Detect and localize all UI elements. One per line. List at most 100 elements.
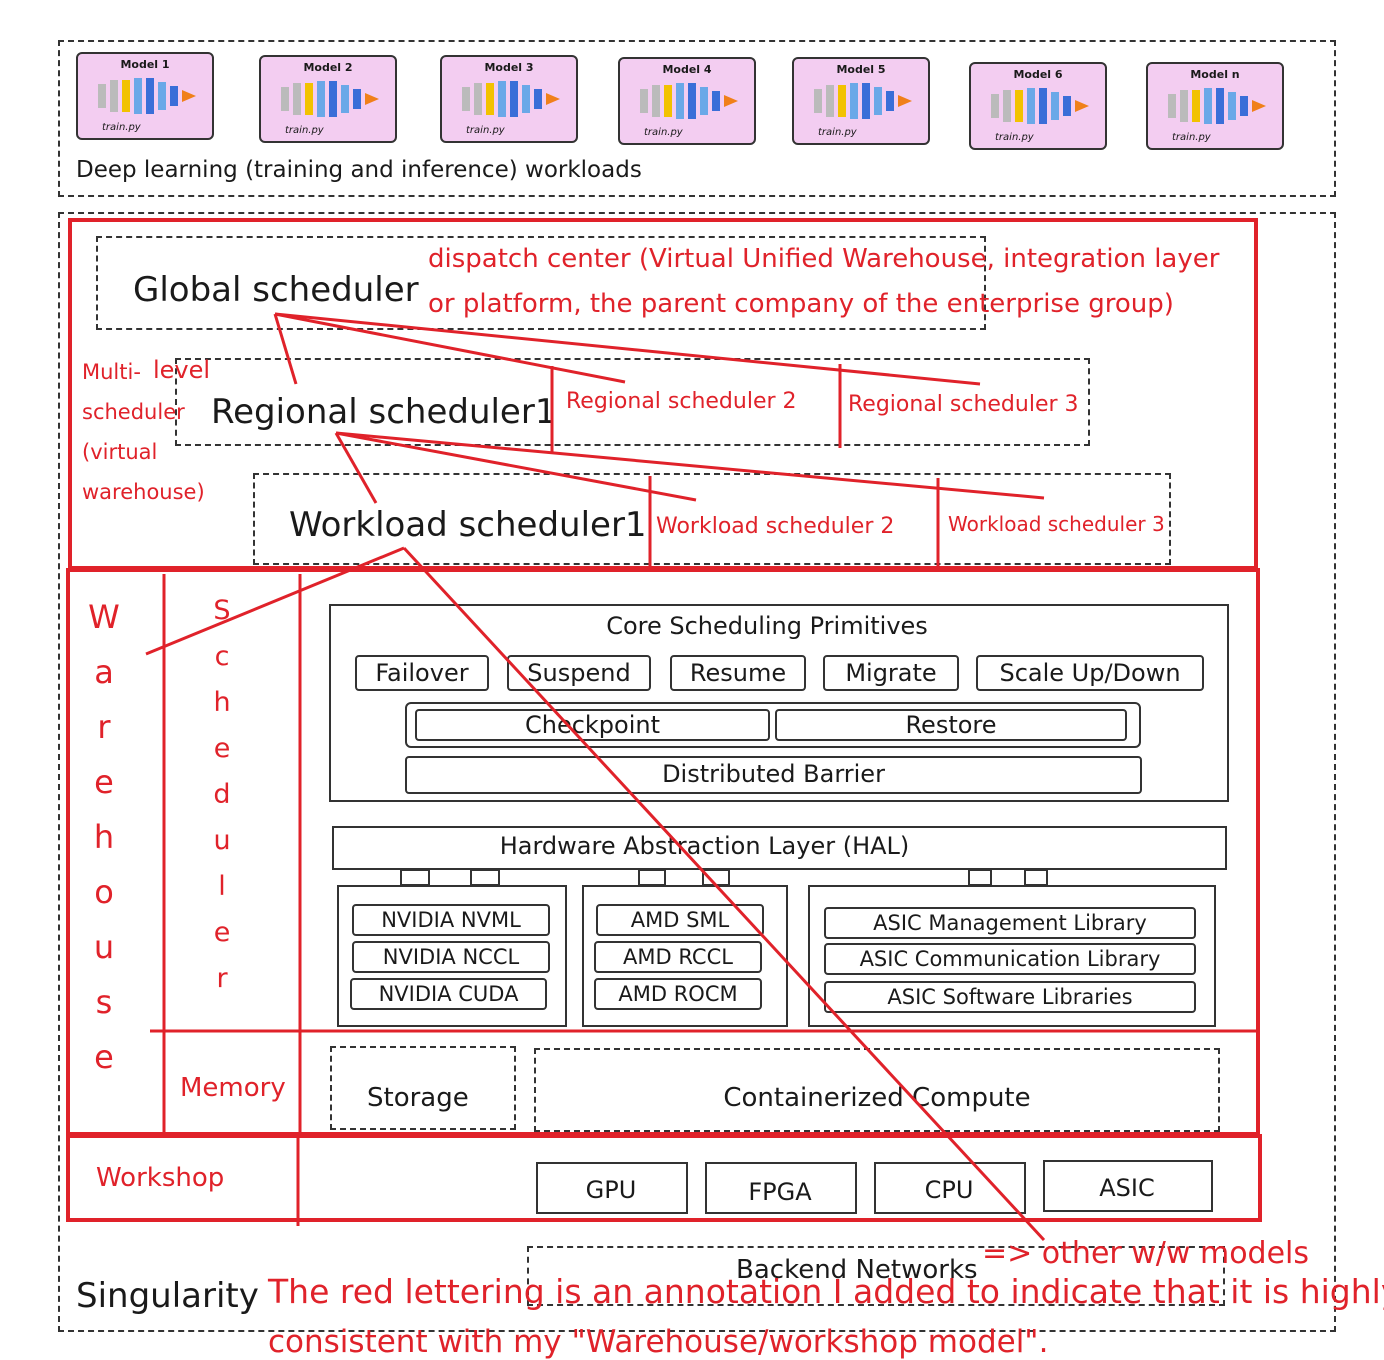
warehouse-letter: r (97, 708, 111, 746)
dispatch-center-annotation-1: dispatch center (Virtual Unified Warehou… (428, 244, 1220, 274)
dispatch-center-annotation-2: or platform, the parent company of the e… (428, 289, 1174, 319)
workload-scheduler-1-label: Workload scheduler1 (289, 505, 647, 545)
warehouse-letter: s (95, 983, 113, 1021)
model-file: train.py (818, 127, 857, 138)
memory-annotation: Memory (180, 1073, 286, 1103)
footnote-line-1: The red lettering is an annotation I add… (268, 1272, 1384, 1311)
workload-scheduler-2-label: Workload scheduler 2 (656, 514, 895, 539)
workshop-annotation: Workshop (96, 1163, 225, 1193)
backend-networks-label: Backend Networks (736, 1255, 978, 1285)
connector (638, 869, 666, 886)
amd-rccl: AMD RCCL (594, 941, 762, 973)
regional-scheduler-1-label: Regional scheduler1 (211, 392, 557, 432)
connector (470, 869, 500, 886)
scheduler-letter: r (216, 963, 228, 994)
scheduler-letter: e (213, 733, 231, 764)
neural-network-icon (991, 88, 1089, 124)
neural-network-icon (98, 78, 196, 114)
scale-up-down-button[interactable]: Scale Up/Down (976, 655, 1204, 691)
multilevel-annotation-1: Multi- (82, 360, 141, 384)
regional-scheduler-3-label: Regional scheduler 3 (848, 392, 1079, 417)
backend-networks-box (527, 1246, 1225, 1306)
scheduler-letter: u (213, 825, 231, 856)
model-title: Model 5 (836, 63, 886, 76)
gpu-label: GPU (585, 1176, 637, 1204)
amd-sml: AMD SML (596, 904, 764, 936)
warehouse-letter: a (94, 653, 114, 691)
core-scheduling-title: Core Scheduling Primitives (606, 612, 928, 640)
containerized-compute-label: Containerized Compute (723, 1083, 1031, 1113)
workloads-section (58, 40, 1336, 197)
footnote-line-2: consistent with my "Warehouse/workshop m… (268, 1324, 1049, 1360)
connector (1024, 869, 1048, 886)
multilevel-annotation-2: level (153, 356, 211, 384)
model-title: Model 6 (1013, 68, 1063, 81)
checkpoint-button[interactable]: Checkpoint (415, 709, 770, 741)
scheduler-letter: d (213, 779, 231, 810)
failover-button[interactable]: Failover (355, 655, 489, 691)
fpga-label: FPGA (748, 1178, 812, 1206)
model-file: train.py (285, 125, 324, 136)
cpu-label: CPU (924, 1176, 974, 1204)
suspend-button[interactable]: Suspend (507, 655, 651, 691)
singularity-brand: Singularity (76, 1276, 259, 1316)
neural-network-icon (640, 83, 738, 119)
distributed-barrier-button[interactable]: Distributed Barrier (405, 756, 1142, 794)
warehouse-letter: o (94, 873, 114, 911)
model-card[interactable]: Model 1 train.py (76, 52, 214, 140)
model-card[interactable]: Model 3 train.py (440, 55, 578, 143)
scheduler-vertical-label: S c h e d u l e r (204, 588, 240, 1002)
warehouse-letter: W (88, 598, 120, 636)
model-card[interactable]: Model n train.py (1146, 62, 1284, 150)
connector (702, 869, 730, 886)
scheduler-letter: l (218, 871, 226, 902)
asic-box (1043, 1160, 1213, 1212)
multilevel-annotation-5: warehouse) (82, 480, 205, 504)
neural-network-icon (281, 81, 379, 117)
neural-network-icon (814, 83, 912, 119)
resume-button[interactable]: Resume (670, 655, 806, 691)
connector (400, 869, 430, 886)
warehouse-letter: h (93, 818, 115, 856)
nvidia-nccl: NVIDIA NCCL (352, 941, 550, 973)
warehouse-letter: e (94, 1038, 114, 1076)
model-card[interactable]: Model 2 train.py (259, 55, 397, 143)
model-file: train.py (644, 127, 683, 138)
model-title: Model 2 (303, 61, 353, 74)
multilevel-annotation-4: (virtual (82, 440, 158, 464)
asic-management-library: ASIC Management Library (824, 907, 1196, 939)
model-file: train.py (995, 132, 1034, 143)
model-title: Model n (1190, 68, 1240, 81)
model-file: train.py (1172, 132, 1211, 143)
model-card[interactable]: Model 5 train.py (792, 57, 930, 145)
scheduler-letter: h (213, 687, 231, 718)
warehouse-letter: u (93, 928, 115, 966)
amd-rocm: AMD ROCM (594, 978, 762, 1010)
model-title: Model 3 (484, 61, 534, 74)
restore-button[interactable]: Restore (775, 709, 1127, 741)
model-card[interactable]: Model 6 train.py (969, 62, 1107, 150)
asic-communication-library: ASIC Communication Library (824, 943, 1196, 975)
nvidia-nvml: NVIDIA NVML (352, 904, 550, 936)
warehouse-vertical-label: W a r e h o u s e (84, 590, 124, 1085)
scheduler-letter: e (213, 917, 231, 948)
global-scheduler-label: Global scheduler (133, 270, 419, 310)
storage-label: Storage (367, 1083, 469, 1113)
model-card[interactable]: Model 4 train.py (618, 57, 756, 145)
model-title: Model 4 (662, 63, 712, 76)
neural-network-icon (1168, 88, 1266, 124)
neural-network-icon (462, 81, 560, 117)
model-file: train.py (466, 125, 505, 136)
model-title: Model 1 (120, 58, 170, 71)
workload-scheduler-3-label: Workload scheduler 3 (948, 512, 1165, 536)
connector (968, 869, 992, 886)
warehouse-letter: e (94, 763, 114, 801)
asic-label: ASIC (1099, 1174, 1155, 1202)
workloads-caption: Deep learning (training and inference) w… (76, 157, 642, 183)
regional-scheduler-2-label: Regional scheduler 2 (566, 389, 797, 414)
nvidia-cuda: NVIDIA CUDA (350, 978, 547, 1010)
migrate-button[interactable]: Migrate (823, 655, 959, 691)
multilevel-annotation-3: scheduler (82, 400, 185, 424)
scheduler-letter: S (213, 595, 231, 626)
scheduler-letter: c (214, 641, 230, 672)
